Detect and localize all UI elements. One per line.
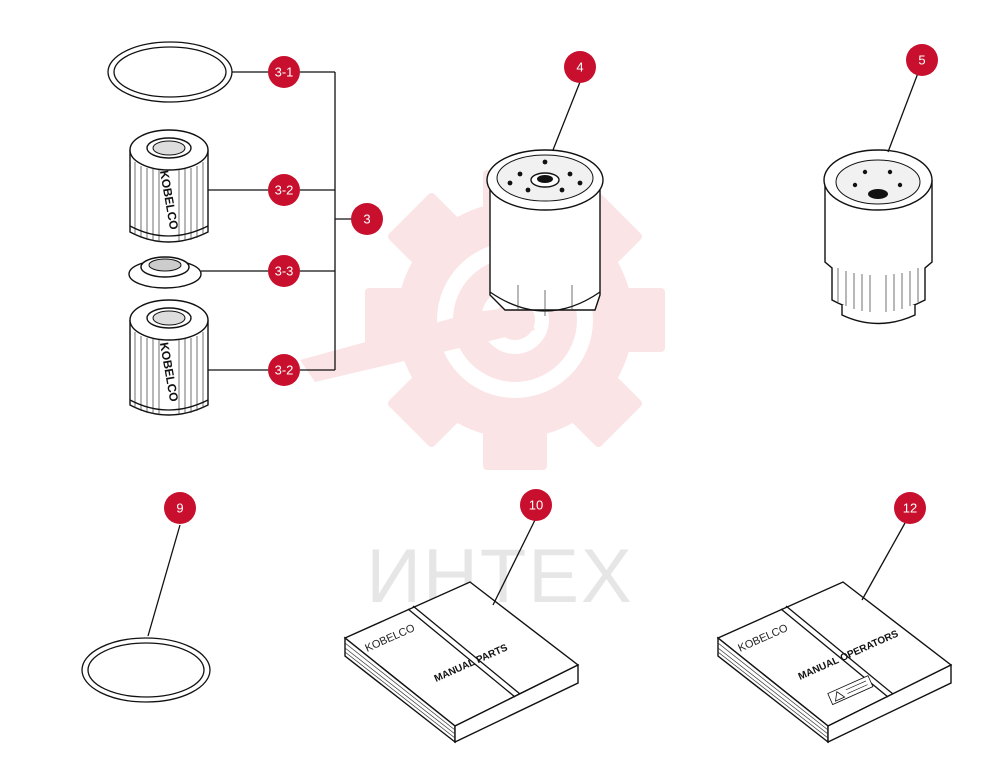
svg-text:3: 3 bbox=[363, 212, 370, 227]
svg-text:3-2: 3-2 bbox=[275, 363, 294, 378]
callout-3-2-lower: 3-2 bbox=[268, 354, 300, 386]
svg-text:4: 4 bbox=[576, 60, 583, 75]
svg-text:3-2: 3-2 bbox=[275, 183, 294, 198]
svg-text:9: 9 bbox=[176, 501, 183, 516]
operators-manual-12: KOBELCO MANUAL OPERATORS bbox=[716, 581, 953, 744]
filter-element-lower: KOBELCO bbox=[129, 299, 209, 416]
svg-text:12: 12 bbox=[903, 501, 917, 516]
callout-3: 3 bbox=[351, 203, 383, 235]
callout-3-1: 3-1 bbox=[268, 56, 300, 88]
svg-text:5: 5 bbox=[918, 53, 925, 68]
callout-4: 4 bbox=[564, 51, 596, 83]
o-ring-3-1 bbox=[107, 41, 233, 103]
callout-3-3: 3-3 bbox=[268, 255, 300, 287]
oil-filter-4 bbox=[486, 149, 604, 316]
group-3-leaders bbox=[201, 71, 352, 371]
callout-9: 9 bbox=[164, 492, 196, 524]
seal-3-3 bbox=[128, 256, 202, 289]
callout-5: 5 bbox=[906, 44, 938, 76]
single-leaders bbox=[147, 72, 919, 637]
parts-manual-10: KOBELCO MANUAL PARTS bbox=[343, 581, 580, 744]
o-ring-9 bbox=[81, 637, 211, 703]
callout-12: 12 bbox=[894, 492, 926, 524]
fuel-filter-5 bbox=[823, 149, 933, 325]
svg-text:3-1: 3-1 bbox=[275, 65, 294, 80]
filter-element-upper: KOBELCO bbox=[129, 129, 209, 243]
warning-triangle-icon bbox=[827, 675, 874, 706]
callout-3-2-upper: 3-2 bbox=[268, 174, 300, 206]
svg-text:3-3: 3-3 bbox=[275, 264, 294, 279]
callout-10: 10 bbox=[520, 489, 552, 521]
svg-text:10: 10 bbox=[529, 498, 543, 513]
